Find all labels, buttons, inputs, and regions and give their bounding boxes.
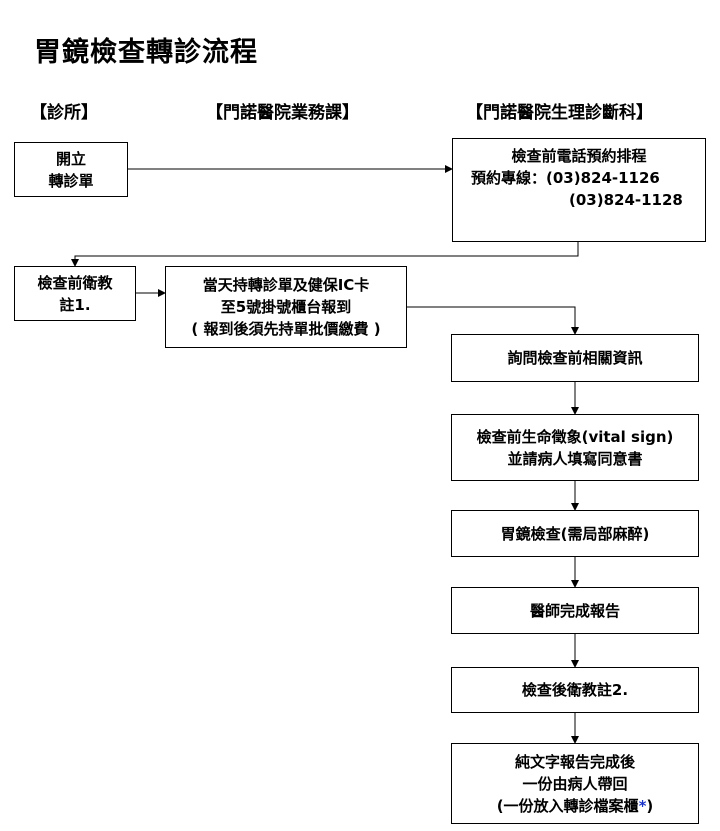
phone-booking-title: 檢查前電話預約排程 <box>511 147 647 165</box>
endoscopy-box: 胃鏡檢查(需局部麻醉) <box>451 510 699 557</box>
report-box: 醫師完成報告 <box>451 587 699 634</box>
post-education-label: 檢查後衛教註2. <box>521 681 629 699</box>
report-label: 醫師完成報告 <box>529 601 620 620</box>
phone-booking-line-1: 預約專線：(03)824-1126 <box>471 169 660 187</box>
arrow-register-to-inquiry <box>407 306 579 335</box>
final-line-3-end: ) <box>646 796 654 815</box>
phone-booking-box: 檢查前電話預約排程 預約專線：(03)824-1126 (03)824-1128 <box>452 138 706 242</box>
open-referral-box: 開立 轉診單 <box>14 142 128 197</box>
column-header-clinic: 【診所】 <box>30 103 98 123</box>
post-education-box: 檢查後衛教註2. <box>451 667 699 713</box>
phone-booking-line-2: (03)824-1128 <box>569 191 683 209</box>
final-line-3-text: (一份放入轉診檔案櫃 <box>496 796 639 815</box>
final-box: 純文字報告完成後 一份由病人帶回 (一份放入轉診檔案櫃*) <box>451 743 699 824</box>
open-referral-line-1: 開立 <box>55 149 86 168</box>
vital-sign-line-2: 並請病人填寫同意書 <box>507 449 643 468</box>
inquiry-label: 詢問檢查前相關資訊 <box>507 349 643 367</box>
open-referral-line-2: 轉診單 <box>48 171 94 190</box>
column-header-business: 【門諾醫院業務課】 <box>206 103 359 123</box>
final-line-3: (一份放入轉診檔案櫃*) <box>497 795 654 817</box>
final-line-1: 純文字報告完成後 <box>514 752 635 771</box>
inquiry-box: 詢問檢查前相關資訊 <box>451 334 699 382</box>
endoscopy-label: 胃鏡檢查(需局部麻醉) <box>500 524 650 543</box>
vital-sign-box: 檢查前生命徵象(vital sign) 並請病人填寫同意書 <box>451 414 699 481</box>
final-line-2: 一份由病人帶回 <box>522 774 628 793</box>
vital-sign-line-1: 檢查前生命徵象(vital sign) <box>476 427 674 446</box>
register-box: 當天持轉診單及健保IC卡 至5號掛號櫃台報到 ( 報到後須先持單批價繳費 ) <box>165 266 407 348</box>
register-line-3: ( 報到後須先持單批價繳費 ) <box>191 320 381 338</box>
pre-education-line-2: 註1. <box>59 295 91 314</box>
pre-education-box: 檢查前衛教 註1. <box>14 266 136 321</box>
asterisk-note: * <box>638 796 647 815</box>
pre-education-line-1: 檢查前衛教 <box>37 273 113 292</box>
column-header-physiology: 【門諾醫院生理診斷科】 <box>466 103 653 123</box>
register-line-1: 當天持轉診單及健保IC卡 <box>202 276 370 294</box>
page-title: 胃鏡檢查轉診流程 <box>34 37 258 68</box>
register-line-2: 至5號掛號櫃台報到 <box>220 298 352 316</box>
arrow-booking-to-education <box>71 242 579 267</box>
